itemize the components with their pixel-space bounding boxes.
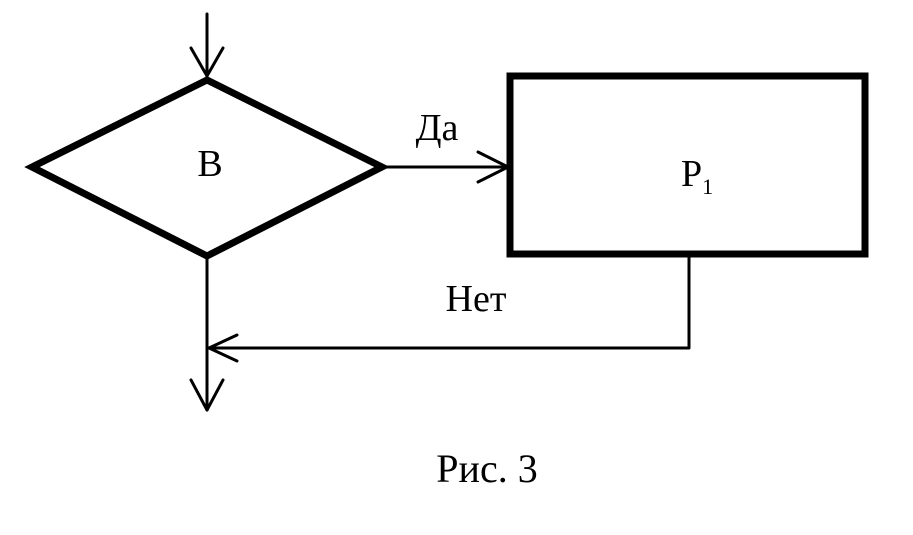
yes-label: Да bbox=[416, 107, 459, 149]
decision-label: В bbox=[197, 143, 222, 185]
process-box bbox=[506, 72, 869, 258]
process-label-main: P bbox=[681, 153, 702, 195]
incoming-arrow bbox=[189, 12, 225, 78]
outgoing-arrow bbox=[189, 254, 225, 412]
process-label: P1 bbox=[681, 153, 713, 199]
process-label-subscript: 1 bbox=[702, 174, 713, 199]
figure-caption: Рис. 3 bbox=[436, 446, 537, 491]
return-arrow bbox=[207, 254, 691, 363]
no-label: Нет bbox=[446, 278, 507, 320]
yes-arrow bbox=[380, 150, 510, 184]
